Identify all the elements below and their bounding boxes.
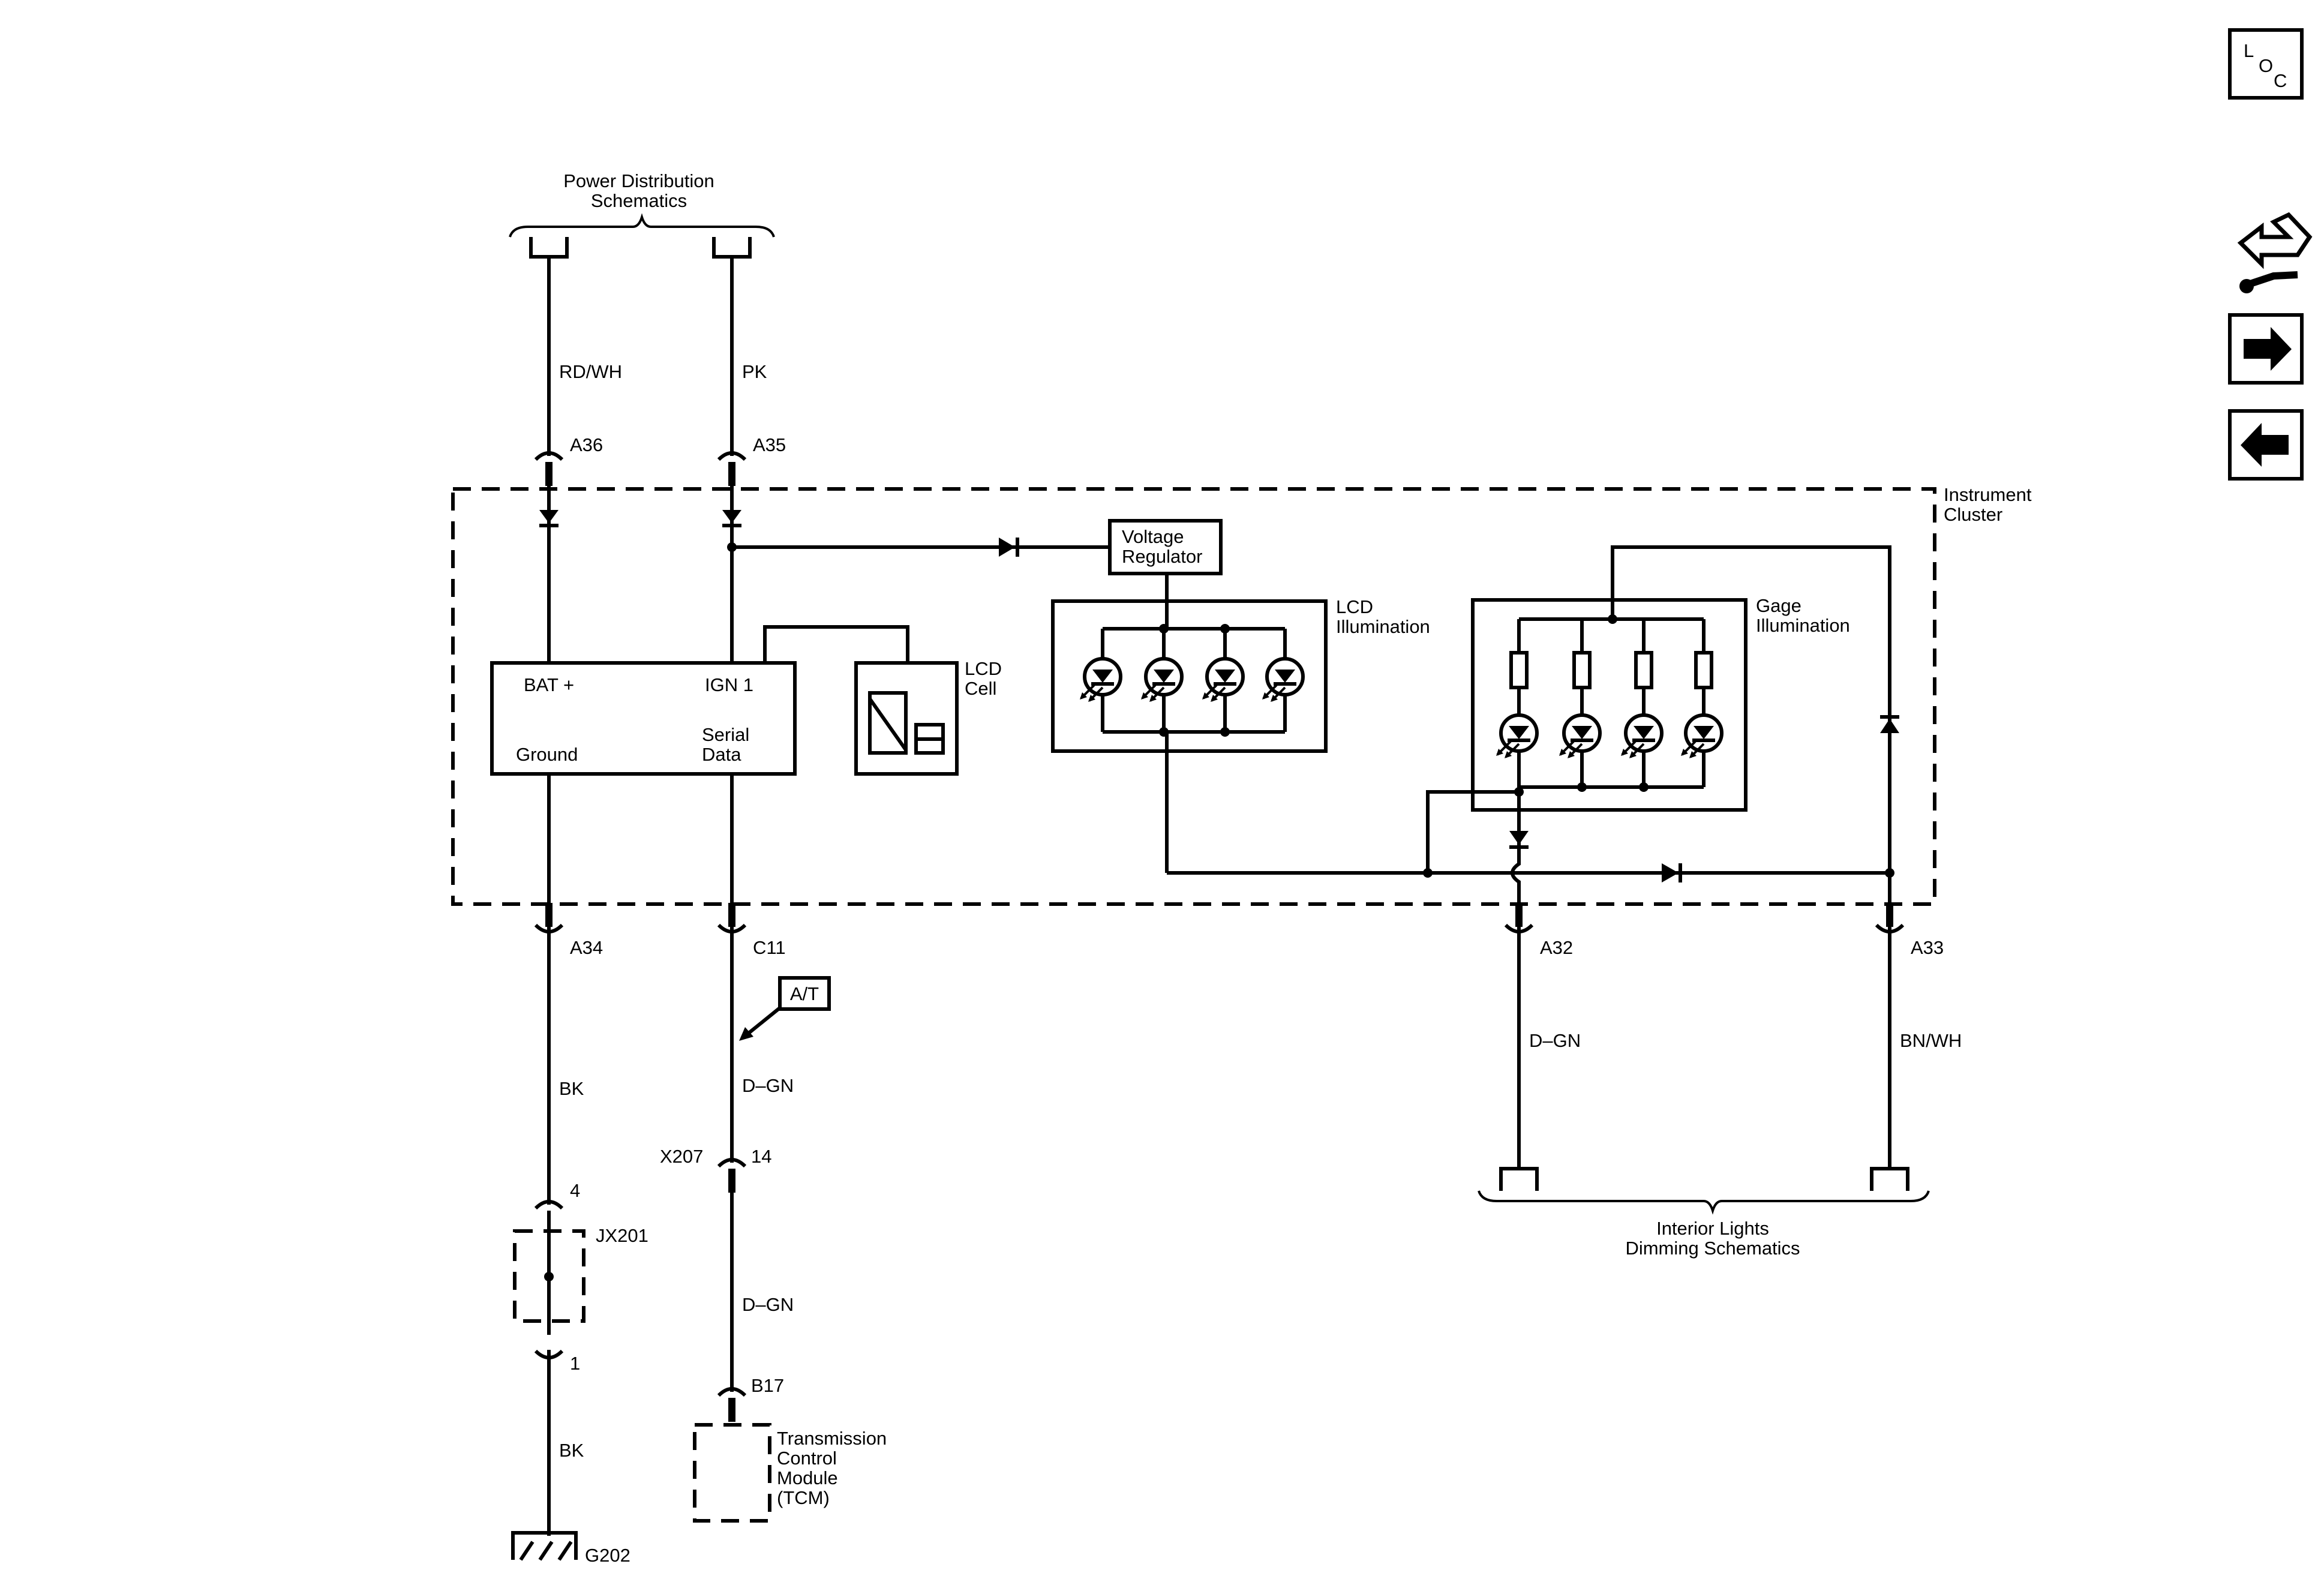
gage-led-4	[1680, 619, 1722, 787]
connector-label-a34: A34	[570, 937, 603, 958]
lcd-cell: LCD Cell	[854, 658, 1002, 776]
loc-letter-l: L	[2244, 40, 2254, 61]
interior-lights-label-1: Interior Lights	[1656, 1218, 1769, 1239]
instrument-cluster-label-2: Cluster	[1944, 504, 2002, 525]
tcm-label-1: Transmission	[777, 1428, 887, 1449]
connector-label-a35: A35	[753, 434, 786, 455]
previous-page-icon[interactable]	[2228, 409, 2304, 481]
option-tag-label: A/T	[790, 983, 819, 1004]
power-distribution-label-2: Schematics	[591, 190, 687, 211]
component-view-icon[interactable]	[2237, 212, 2313, 293]
connector-a34: A34	[536, 903, 603, 958]
x207-label: X207	[660, 1146, 703, 1167]
wire-label-bk-lower: BK	[559, 1440, 584, 1461]
power-distribution-link[interactable]: Power Distribution Schematics	[509, 170, 775, 238]
transmission-control-module: Transmission Control Module (TCM)	[693, 1423, 887, 1523]
b17-label: B17	[751, 1375, 784, 1396]
interior-lights-label-2: Dimming Schematics	[1625, 1238, 1800, 1259]
connector-a35: A35	[719, 434, 786, 486]
gage-illumination: Gage Illumination	[1471, 595, 1850, 812]
jx201-pin-bottom: 1	[570, 1353, 580, 1374]
wire-label-d-gn-x207: D–GN	[742, 1294, 794, 1315]
diode-bat-input	[539, 510, 559, 523]
connector-label-a32: A32	[1540, 937, 1573, 958]
gage-illumination-label-1: Gage	[1756, 595, 1801, 616]
gage-led-1	[1495, 619, 1537, 787]
lcd-cell-label-1: LCD	[965, 658, 1002, 679]
diode-gage-output	[1509, 831, 1529, 845]
diode-gage-feed	[1880, 719, 1899, 733]
voltage-regulator: Voltage Regulator	[1108, 519, 1223, 575]
voltage-regulator-label-2: Regulator	[1122, 546, 1202, 567]
serial-data-label-1: Serial	[702, 724, 749, 745]
lcd-cell-label-2: Cell	[965, 678, 996, 699]
power-distribution-label-1: Power Distribution	[563, 170, 714, 191]
power-term-pk	[712, 237, 752, 259]
instrument-cluster-boundary	[451, 487, 1936, 906]
tcm-label-4: (TCM)	[777, 1487, 830, 1508]
interior-term-d-gn	[1499, 1167, 1539, 1191]
next-page-icon[interactable]	[2228, 313, 2304, 385]
diode-ign-input	[722, 510, 741, 523]
interior-lights-link[interactable]: Interior Lights Dimming Schematics	[1478, 1190, 1930, 1259]
interior-term-bn-wh	[1870, 1167, 1909, 1191]
connector-b17: B17	[719, 1375, 784, 1422]
bat-plus-label: BAT +	[524, 674, 574, 695]
lcd-led-4	[1261, 629, 1303, 732]
voltage-regulator-label-1: Voltage	[1122, 526, 1184, 547]
gage-illumination-label-2: Illumination	[1756, 615, 1850, 636]
ground-g202: G202	[511, 1531, 630, 1566]
interior-lights-brace	[1478, 1190, 1930, 1215]
connector-label-a36: A36	[570, 434, 603, 455]
wire-label-d-gn-c11: D–GN	[742, 1075, 794, 1096]
diode-dimming-bus	[1662, 863, 1679, 882]
tcm-label-2: Control	[777, 1448, 837, 1469]
wire-label-pk: PK	[742, 361, 767, 382]
ign1-label: IGN 1	[705, 674, 753, 695]
connector-label-a33: A33	[1911, 937, 1944, 958]
connector-a33: A33	[1876, 903, 1944, 958]
wire-label-bk-upper: BK	[559, 1078, 584, 1099]
wire-lcd-cell	[763, 625, 909, 663]
instrument-cluster-label-1: Instrument	[1944, 484, 2032, 505]
wire-label-bn-wh: BN/WH	[1900, 1030, 1962, 1051]
jx201-pin-top: 4	[570, 1180, 580, 1201]
jx201-label: JX201	[596, 1225, 648, 1246]
loc-letter-c: C	[2274, 70, 2287, 91]
connector-a36: A36	[536, 434, 603, 486]
power-term-rd-wh	[529, 237, 569, 259]
serial-data-label-2: Data	[702, 744, 741, 765]
connector-c11: C11	[719, 903, 786, 958]
ground-label-g202: G202	[585, 1545, 630, 1566]
lcd-illumination: LCD Illumination	[1051, 596, 1430, 753]
lcd-illumination-label-1: LCD	[1336, 596, 1373, 617]
wire-gage-feed	[1611, 545, 1891, 873]
connector-label-c11: C11	[753, 937, 786, 958]
lcd-illumination-label-2: Illumination	[1336, 616, 1430, 637]
lcd-led-2	[1140, 629, 1182, 732]
x207-pin: 14	[751, 1146, 771, 1167]
location-icon[interactable]: L O C	[2228, 28, 2304, 100]
power-distribution-brace	[509, 213, 775, 238]
lcd-led-3	[1201, 629, 1243, 732]
wire-label-d-gn-a32: D–GN	[1529, 1030, 1581, 1051]
connector-jx201: 4 JX201 1	[513, 1180, 648, 1374]
connector-x207: X207 14	[660, 1146, 771, 1193]
ground-label: Ground	[516, 744, 578, 765]
wire-label-rd-wh: RD/WH	[559, 361, 622, 382]
diode-voltage-regulator	[999, 538, 1015, 557]
gage-led-3	[1620, 619, 1662, 787]
connector-a32: A32	[1506, 903, 1573, 958]
loc-letter-o: O	[2259, 55, 2273, 76]
tcm-label-3: Module	[777, 1467, 838, 1488]
gage-led-2	[1558, 619, 1600, 787]
lcd-led-1	[1079, 629, 1121, 732]
cluster-module: BAT + IGN 1 Ground Serial Data	[490, 661, 797, 776]
option-tag-at: A/T	[739, 976, 831, 1041]
